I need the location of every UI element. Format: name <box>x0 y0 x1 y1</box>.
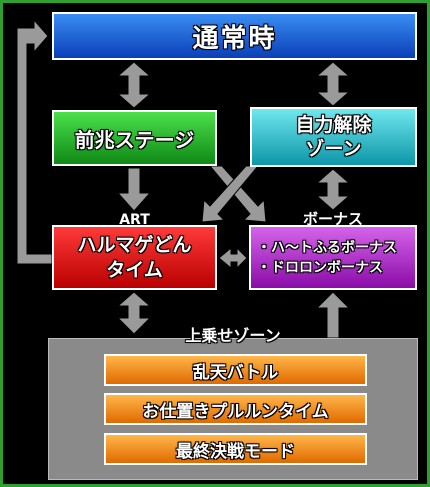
normal-jiriki-arrow <box>315 61 351 107</box>
jiriki-zone-box: 自力解除 ゾーン <box>250 107 417 167</box>
art-label-line2: タイム <box>106 258 163 281</box>
art-tag: ART <box>119 212 150 228</box>
art-label-line1: ハルマゲどん <box>77 233 192 256</box>
jousho-zone-title: 上乗せゾーン <box>185 326 281 345</box>
jousho-item-ranten-battle: 乱天バトル <box>104 354 367 386</box>
zencho-stage-label: 前兆ステージ <box>74 127 195 152</box>
jousho-item-saishu-kessen: 最終決戦モード <box>104 433 367 465</box>
bonus-box: ・ハ～トふるボーナス ・ドロロンボーナス <box>249 225 417 290</box>
art-box: ハルマゲどん タイム <box>52 225 217 290</box>
jousho-item-oshioki-pururun: お仕置きプルルンタイム <box>104 393 367 425</box>
bonus-item-doron: ・ドロロンボーナス <box>257 259 383 276</box>
normal-state-box: 通常時 <box>52 12 417 60</box>
jiriki-zone-label-line2: ゾーン <box>305 138 362 160</box>
normal-zencho-arrow <box>116 61 152 109</box>
art-jousho-arrow <box>116 291 152 335</box>
jiriki-art-cross-arrow <box>201 165 260 223</box>
bonus-tag: ボーナス <box>302 210 363 228</box>
zencho-art-arrow <box>116 167 152 212</box>
zencho-stage-box: 前兆ステージ <box>52 110 217 166</box>
art-bonus-arrow <box>218 246 248 270</box>
jiriki-bonus-arrow <box>315 168 351 211</box>
bonus-item-heart: ・ハ～トふるボーナス <box>257 239 397 256</box>
loop-back-arrow <box>16 18 53 265</box>
zencho-bonus-cross-arrow <box>208 165 267 223</box>
jiriki-zone-label-line1: 自力解除 <box>295 114 372 136</box>
normal-state-label: 通常時 <box>192 23 277 54</box>
